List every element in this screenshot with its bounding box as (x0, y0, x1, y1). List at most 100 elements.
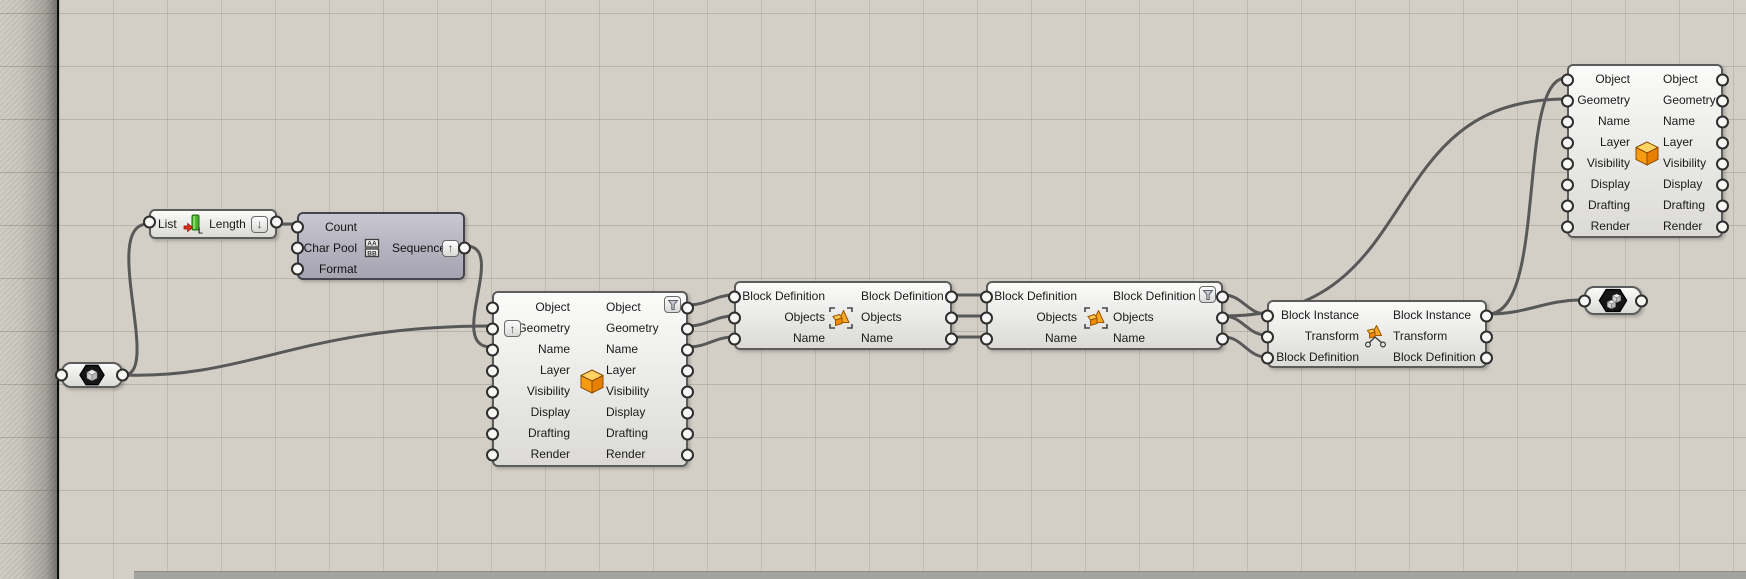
input-label: Object (535, 300, 570, 314)
input-port[interactable] (980, 311, 993, 324)
input-port[interactable] (291, 262, 304, 276)
output-port[interactable] (681, 427, 694, 440)
input-port[interactable] (1561, 199, 1574, 212)
input-port[interactable] (291, 220, 304, 234)
input-port[interactable] (1561, 220, 1574, 233)
output-port[interactable] (270, 215, 283, 228)
input-port[interactable] (1261, 330, 1274, 343)
output-port[interactable] (945, 311, 958, 324)
graft-arrow-up-button[interactable]: ↑ (442, 239, 459, 257)
output-port[interactable] (1216, 332, 1229, 345)
input-port[interactable] (1561, 178, 1574, 191)
input-label: Visibility (526, 384, 570, 398)
input-port[interactable] (980, 332, 993, 345)
input-port[interactable] (486, 343, 499, 356)
wire[interactable] (687, 335, 735, 349)
input-port[interactable] (486, 427, 499, 440)
output-port[interactable] (681, 406, 694, 419)
wire[interactable] (1486, 76, 1568, 316)
input-label: Render (530, 447, 570, 461)
input-port[interactable] (1578, 294, 1591, 307)
input-port[interactable] (291, 241, 304, 255)
output-port[interactable] (1480, 351, 1493, 364)
wire[interactable] (687, 314, 735, 328)
input-port[interactable] (486, 406, 499, 419)
output-port[interactable] (681, 364, 694, 377)
output-port[interactable] (1480, 309, 1493, 322)
output-port[interactable] (681, 343, 694, 356)
input-port[interactable] (980, 290, 993, 303)
output-port[interactable] (1716, 157, 1729, 170)
input-port[interactable] (1561, 157, 1574, 170)
output-port[interactable] (681, 448, 694, 461)
output-label: Objects (861, 310, 902, 324)
input-port[interactable] (486, 385, 499, 398)
wire[interactable] (1222, 97, 1568, 318)
wire[interactable] (1486, 298, 1584, 316)
input-port[interactable] (1561, 115, 1574, 128)
wire[interactable] (1222, 293, 1268, 316)
input-port[interactable] (1261, 351, 1274, 364)
output-port[interactable] (681, 322, 694, 335)
output-port[interactable] (1216, 311, 1229, 324)
output-port[interactable] (1716, 94, 1729, 107)
output-port[interactable] (681, 385, 694, 398)
sequence-component[interactable]: AA BB Count Char Pool Sequence ↑ Format (291, 212, 471, 280)
block-definition-icon (828, 306, 854, 330)
input-port[interactable] (728, 332, 741, 345)
output-port[interactable] (1635, 294, 1648, 307)
wire[interactable] (122, 324, 493, 377)
graft-arrow-up-button[interactable]: ↑ (504, 320, 521, 337)
input-port[interactable] (486, 301, 499, 314)
input-label: Block Definition (1276, 350, 1359, 364)
wire[interactable] (122, 222, 150, 377)
input-port[interactable] (728, 311, 741, 324)
input-label: Name (1597, 114, 1630, 128)
input-port[interactable] (1561, 73, 1574, 86)
output-port[interactable] (1716, 136, 1729, 149)
input-label-count: Count (324, 219, 357, 234)
output-port[interactable] (116, 368, 129, 382)
output-port[interactable] (945, 332, 958, 345)
output-port[interactable] (458, 241, 471, 255)
input-port[interactable] (1261, 309, 1274, 322)
input-port[interactable] (1561, 136, 1574, 149)
input-label: Layer (1599, 135, 1630, 149)
list-length-component[interactable]: List L Length ↓ (143, 209, 283, 239)
output-port[interactable] (1216, 290, 1229, 303)
geometry-pipeline-component[interactable] (1578, 286, 1648, 315)
wire[interactable] (464, 244, 493, 349)
output-port[interactable] (681, 301, 694, 314)
geometry-param-component[interactable] (55, 362, 129, 388)
output-port[interactable] (1480, 330, 1493, 343)
output-port[interactable] (1716, 199, 1729, 212)
output-port[interactable] (1716, 115, 1729, 128)
output-port[interactable] (1716, 220, 1729, 233)
filter-funnel-button[interactable] (1199, 286, 1216, 303)
input-port[interactable] (143, 215, 156, 228)
wire[interactable] (687, 293, 735, 307)
wire[interactable] (1222, 314, 1268, 337)
input-label: Object (1595, 72, 1630, 86)
input-port[interactable] (486, 364, 499, 377)
output-port[interactable] (945, 290, 958, 303)
input-port[interactable] (486, 448, 499, 461)
output-label: Drafting (606, 426, 649, 440)
input-port[interactable] (55, 368, 68, 382)
filter-funnel-button[interactable] (664, 296, 681, 313)
block-instance-icon (1362, 323, 1388, 349)
input-port[interactable] (486, 322, 499, 335)
wire[interactable] (1222, 335, 1268, 359)
input-port[interactable] (1561, 94, 1574, 107)
input-port[interactable] (728, 290, 741, 303)
block-definition-icon (1083, 306, 1109, 330)
output-port[interactable] (1716, 73, 1729, 86)
flatten-arrow-down-button[interactable]: ↓ (251, 215, 268, 233)
output-port[interactable] (1716, 178, 1729, 191)
